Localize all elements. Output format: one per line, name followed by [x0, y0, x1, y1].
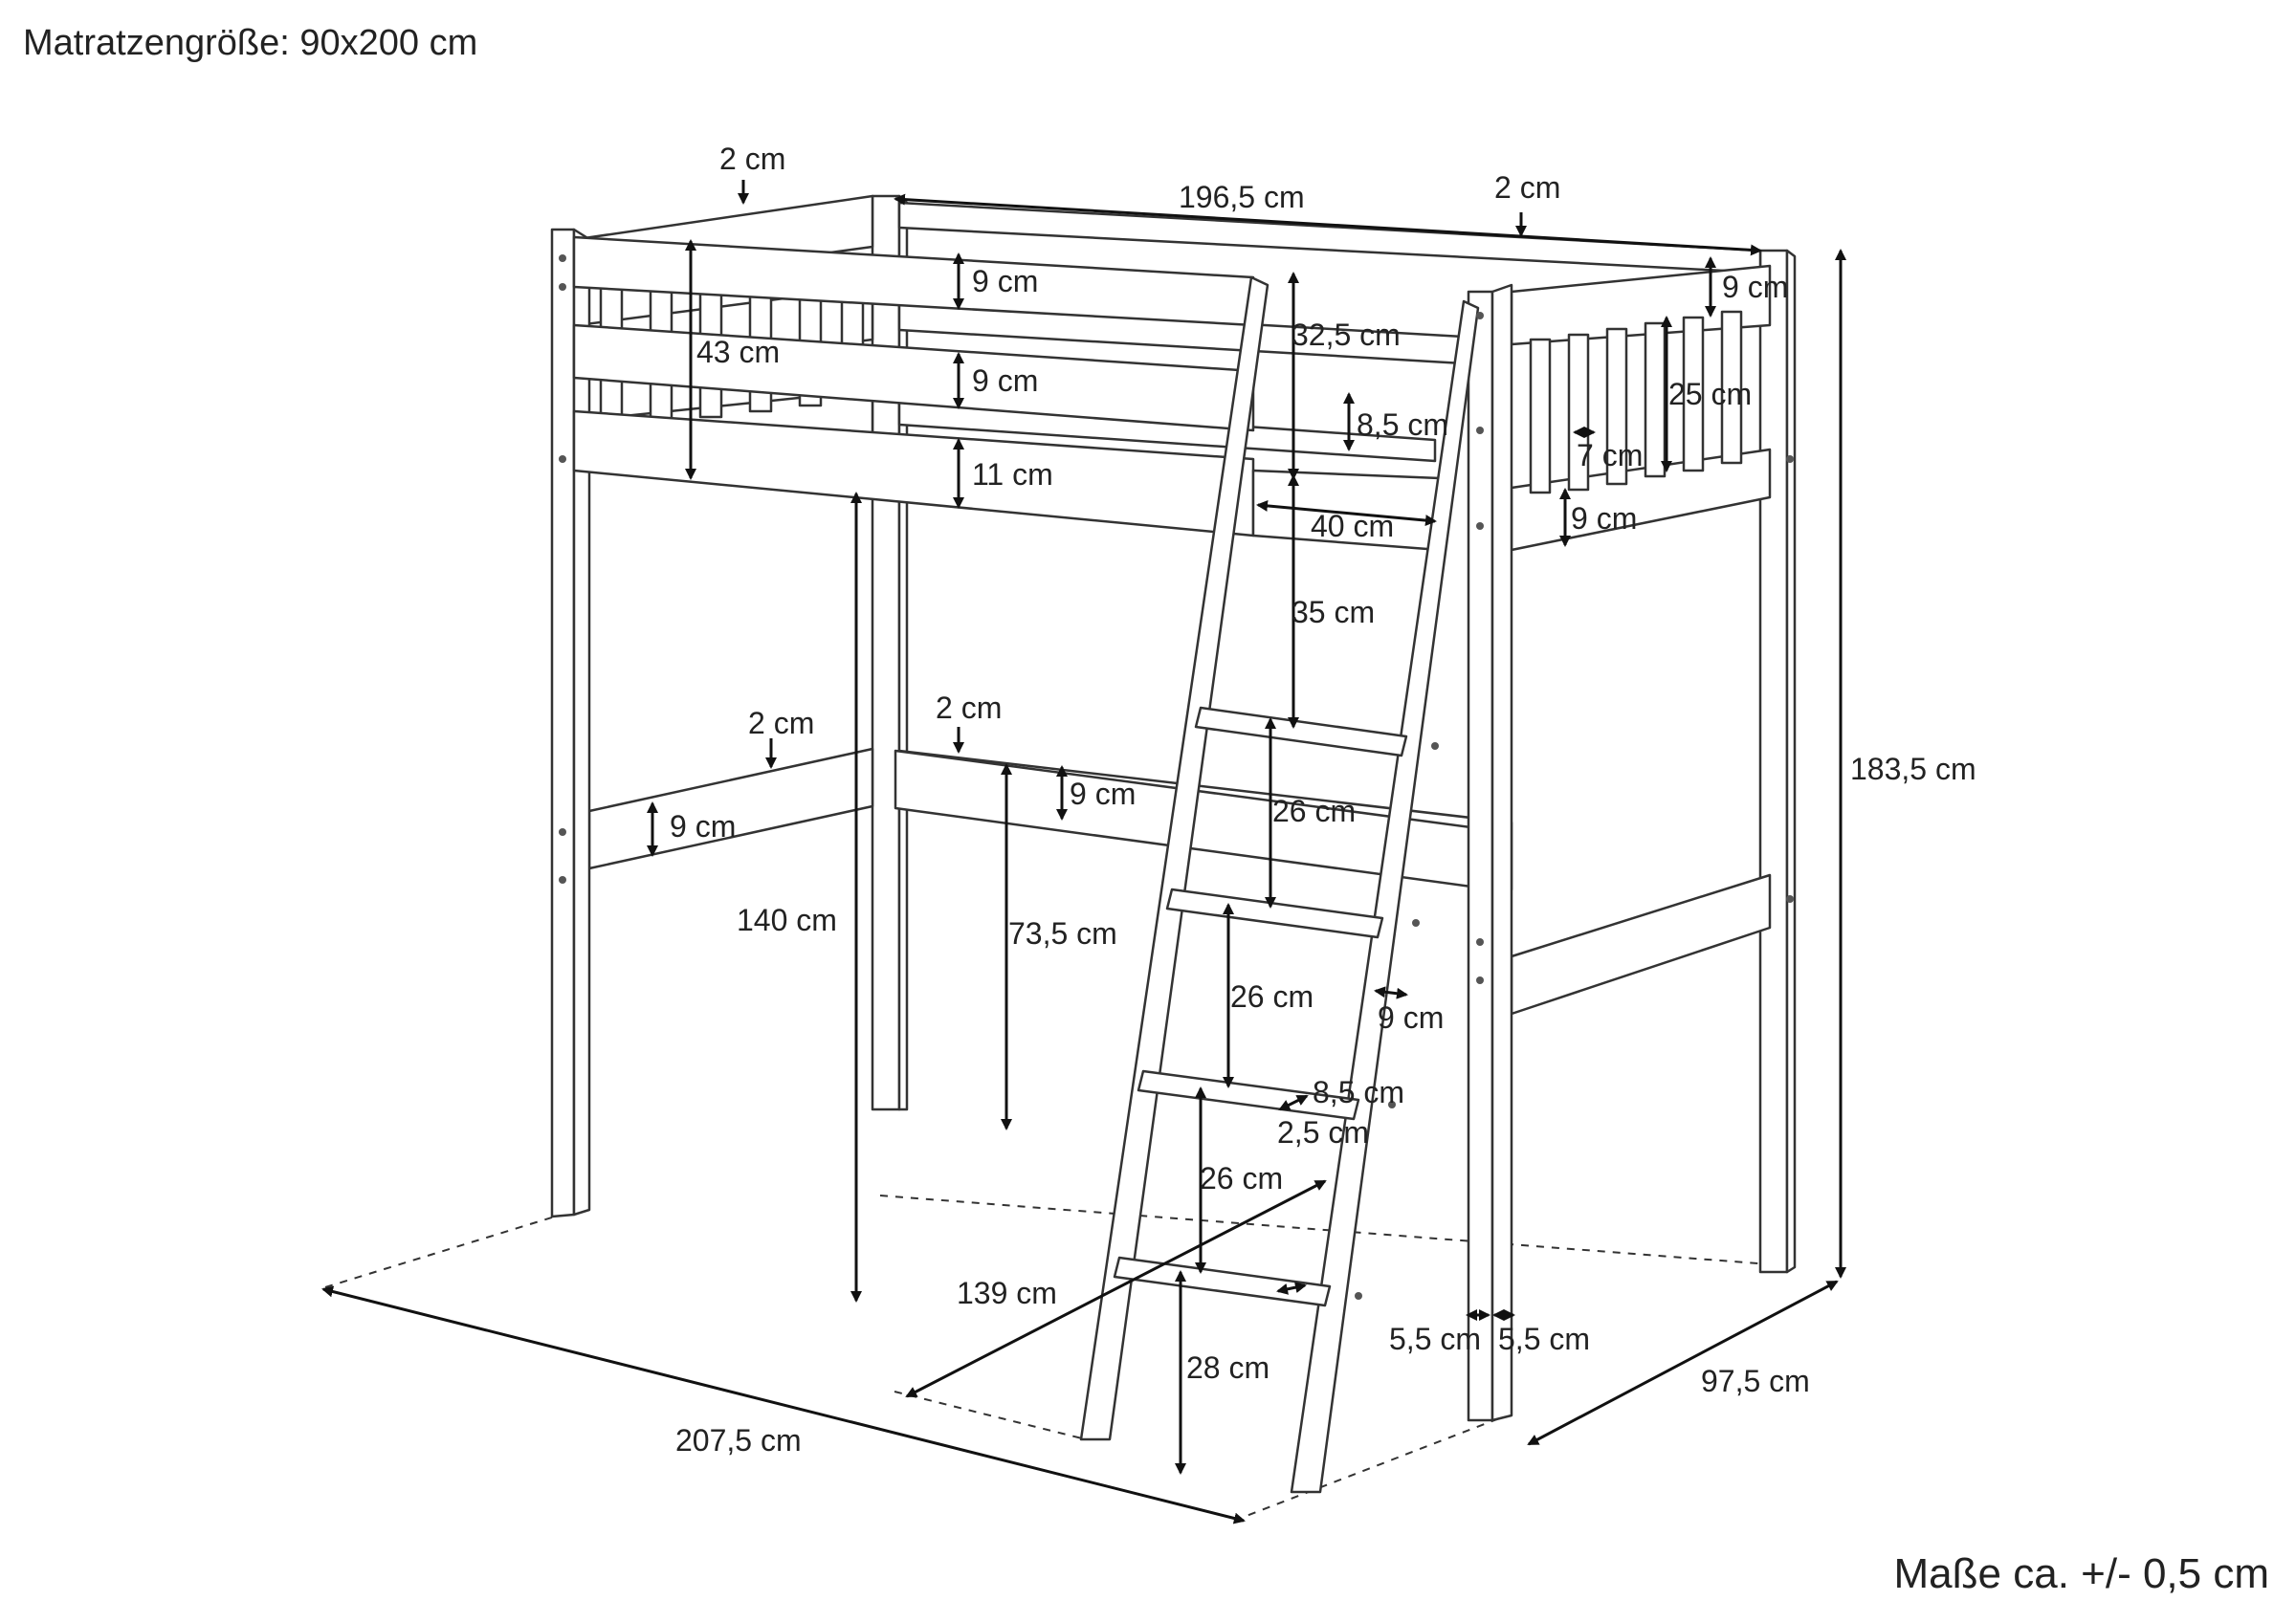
dim-ladder-width: 9 cm	[1378, 1000, 1445, 1035]
right-end-slats	[1529, 310, 1743, 494]
right-end-frame	[1510, 264, 1772, 1016]
dim-underbed-height: 140 cm	[737, 903, 837, 937]
dim-side-rail-height: 11 cm	[972, 457, 1053, 492]
dim-ladder-opening-height: 32,5 cm	[1292, 318, 1401, 352]
ladder-right-stringer	[1290, 299, 1480, 1494]
dim-post-top-right: 2 cm	[1494, 170, 1561, 205]
dim-rail2-height: 9 cm	[972, 363, 1039, 398]
dim-post-width-a: 5,5 cm	[1389, 1322, 1482, 1356]
dim-end-mid-rail: 9 cm	[670, 809, 737, 844]
dim-bottom-step-height: 28 cm	[1186, 1350, 1270, 1385]
dim-total-height: 183,5 cm	[1850, 752, 1976, 786]
dimension-arrows	[321, 180, 1846, 1524]
dim-first-step-gap: 35 cm	[1292, 595, 1376, 629]
dim-mid-rail-offset: 2 cm	[936, 691, 1003, 725]
mattress-size-label: Matratzengröße: 90x200 cm	[23, 23, 478, 63]
dim-step-gap-1: 26 cm	[1272, 794, 1357, 828]
front-right-post	[1467, 283, 1513, 1422]
dim-ladder-opening-width: 40 cm	[1311, 509, 1395, 543]
front-guard-rails	[572, 235, 1255, 537]
screws	[559, 254, 1794, 1300]
dim-mid-rail-height: 9 cm	[1070, 777, 1137, 811]
dim-step-gap-2: 26 cm	[1230, 979, 1314, 1014]
ladder-step-1	[1194, 706, 1408, 757]
tolerance-note: Maße ca. +/- 0,5 cm	[1893, 1550, 2269, 1597]
dim-step-gap-3: 26 cm	[1200, 1161, 1284, 1195]
dim-slatframe-rail: 8,5 cm	[1357, 407, 1449, 442]
dim-step-thickness: 2,5 cm	[1277, 1115, 1370, 1150]
dim-ladder-offset: 139 cm	[957, 1276, 1057, 1310]
front-left-post	[550, 228, 591, 1218]
ladder	[1079, 275, 1480, 1494]
dim-total-width: 97,5 cm	[1701, 1364, 1810, 1398]
dim-slat-gap: 7 cm	[1577, 438, 1644, 472]
dim-total-length: 207,5 cm	[675, 1423, 802, 1458]
dim-post-width-b: 5,5 cm	[1498, 1322, 1591, 1356]
ladder-step-2	[1165, 888, 1384, 939]
dim-end-slat-height: 25 cm	[1668, 377, 1753, 411]
dim-mid-rail-clearance: 73,5 cm	[1008, 916, 1117, 951]
dim-rail-length: 196,5 cm	[1179, 180, 1305, 214]
dim-top-rail-height: 9 cm	[972, 264, 1039, 298]
dim-end-top-rail: 9 cm	[1722, 270, 1789, 304]
dim-guard-height: 43 cm	[696, 335, 781, 369]
back-left-post	[871, 194, 909, 1111]
dim-step-depth: 8,5 cm	[1313, 1075, 1405, 1109]
back-right-post	[1758, 249, 1797, 1274]
dim-post-top-left: 2 cm	[719, 142, 786, 176]
dim-end-low-rail: 9 cm	[1571, 501, 1638, 536]
ladder-step-4	[1113, 1256, 1332, 1307]
dim-mid-left-post: 2 cm	[748, 706, 815, 740]
